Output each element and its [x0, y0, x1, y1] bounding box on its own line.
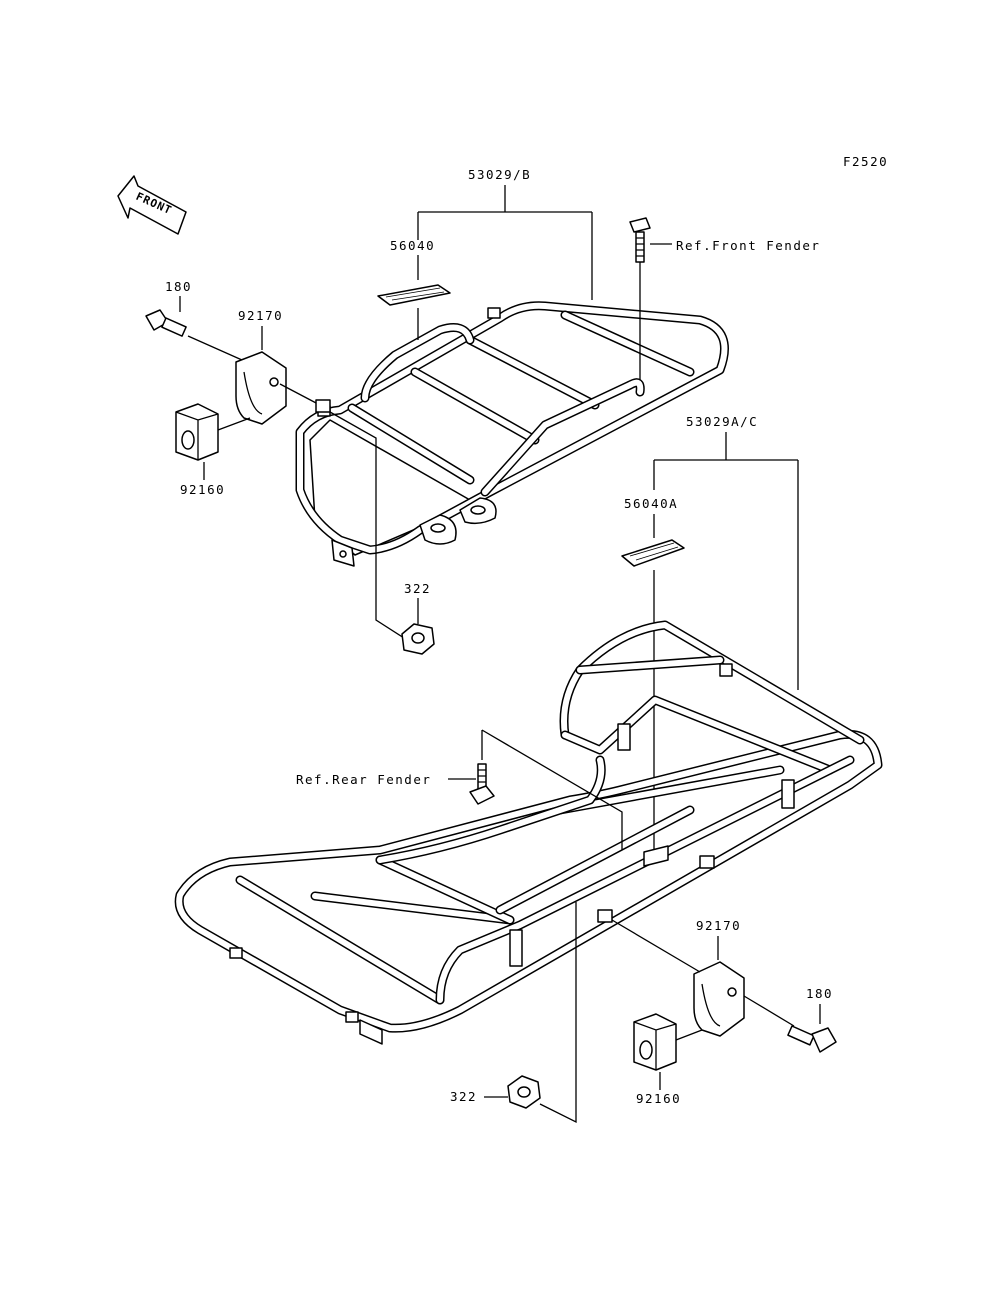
label-nut-front: 322	[404, 581, 431, 596]
front-bolt	[145, 309, 187, 337]
rear-carrier	[174, 620, 883, 1045]
rear-bush	[633, 1013, 677, 1071]
label-bush-rear: 92160	[636, 1091, 681, 1106]
front-clamp	[235, 351, 287, 425]
label-front-carrier: 53029/B	[468, 167, 531, 182]
label-ref-front-fender: Ref.Front Fender	[676, 238, 820, 253]
front-fender-bolt	[629, 217, 651, 263]
label-rear-decal: 56040A	[624, 496, 678, 511]
rear-fender-bolt	[469, 763, 495, 805]
label-front-decal: 56040	[390, 238, 435, 253]
label-clamp-front: 92170	[238, 308, 283, 323]
label-bolt-front: 180	[165, 279, 192, 294]
rear-bolt	[787, 1025, 837, 1053]
label-rear-carrier: 53029A/C	[686, 414, 758, 429]
front-bush	[175, 403, 219, 461]
label-clamp-rear: 92170	[696, 918, 741, 933]
rear-decal	[621, 539, 685, 567]
front-decal	[377, 284, 451, 306]
label-ref-rear-fender: Ref.Rear Fender	[296, 772, 431, 787]
front-carrier	[295, 301, 729, 567]
label-bush-front: 92160	[180, 482, 225, 497]
label-bolt-rear: 180	[806, 986, 833, 1001]
rear-clamp	[693, 961, 745, 1037]
figure-code: F2520	[843, 154, 888, 169]
label-nut-rear: 322	[450, 1089, 477, 1104]
front-arrow-icon: FRONT	[117, 175, 187, 235]
